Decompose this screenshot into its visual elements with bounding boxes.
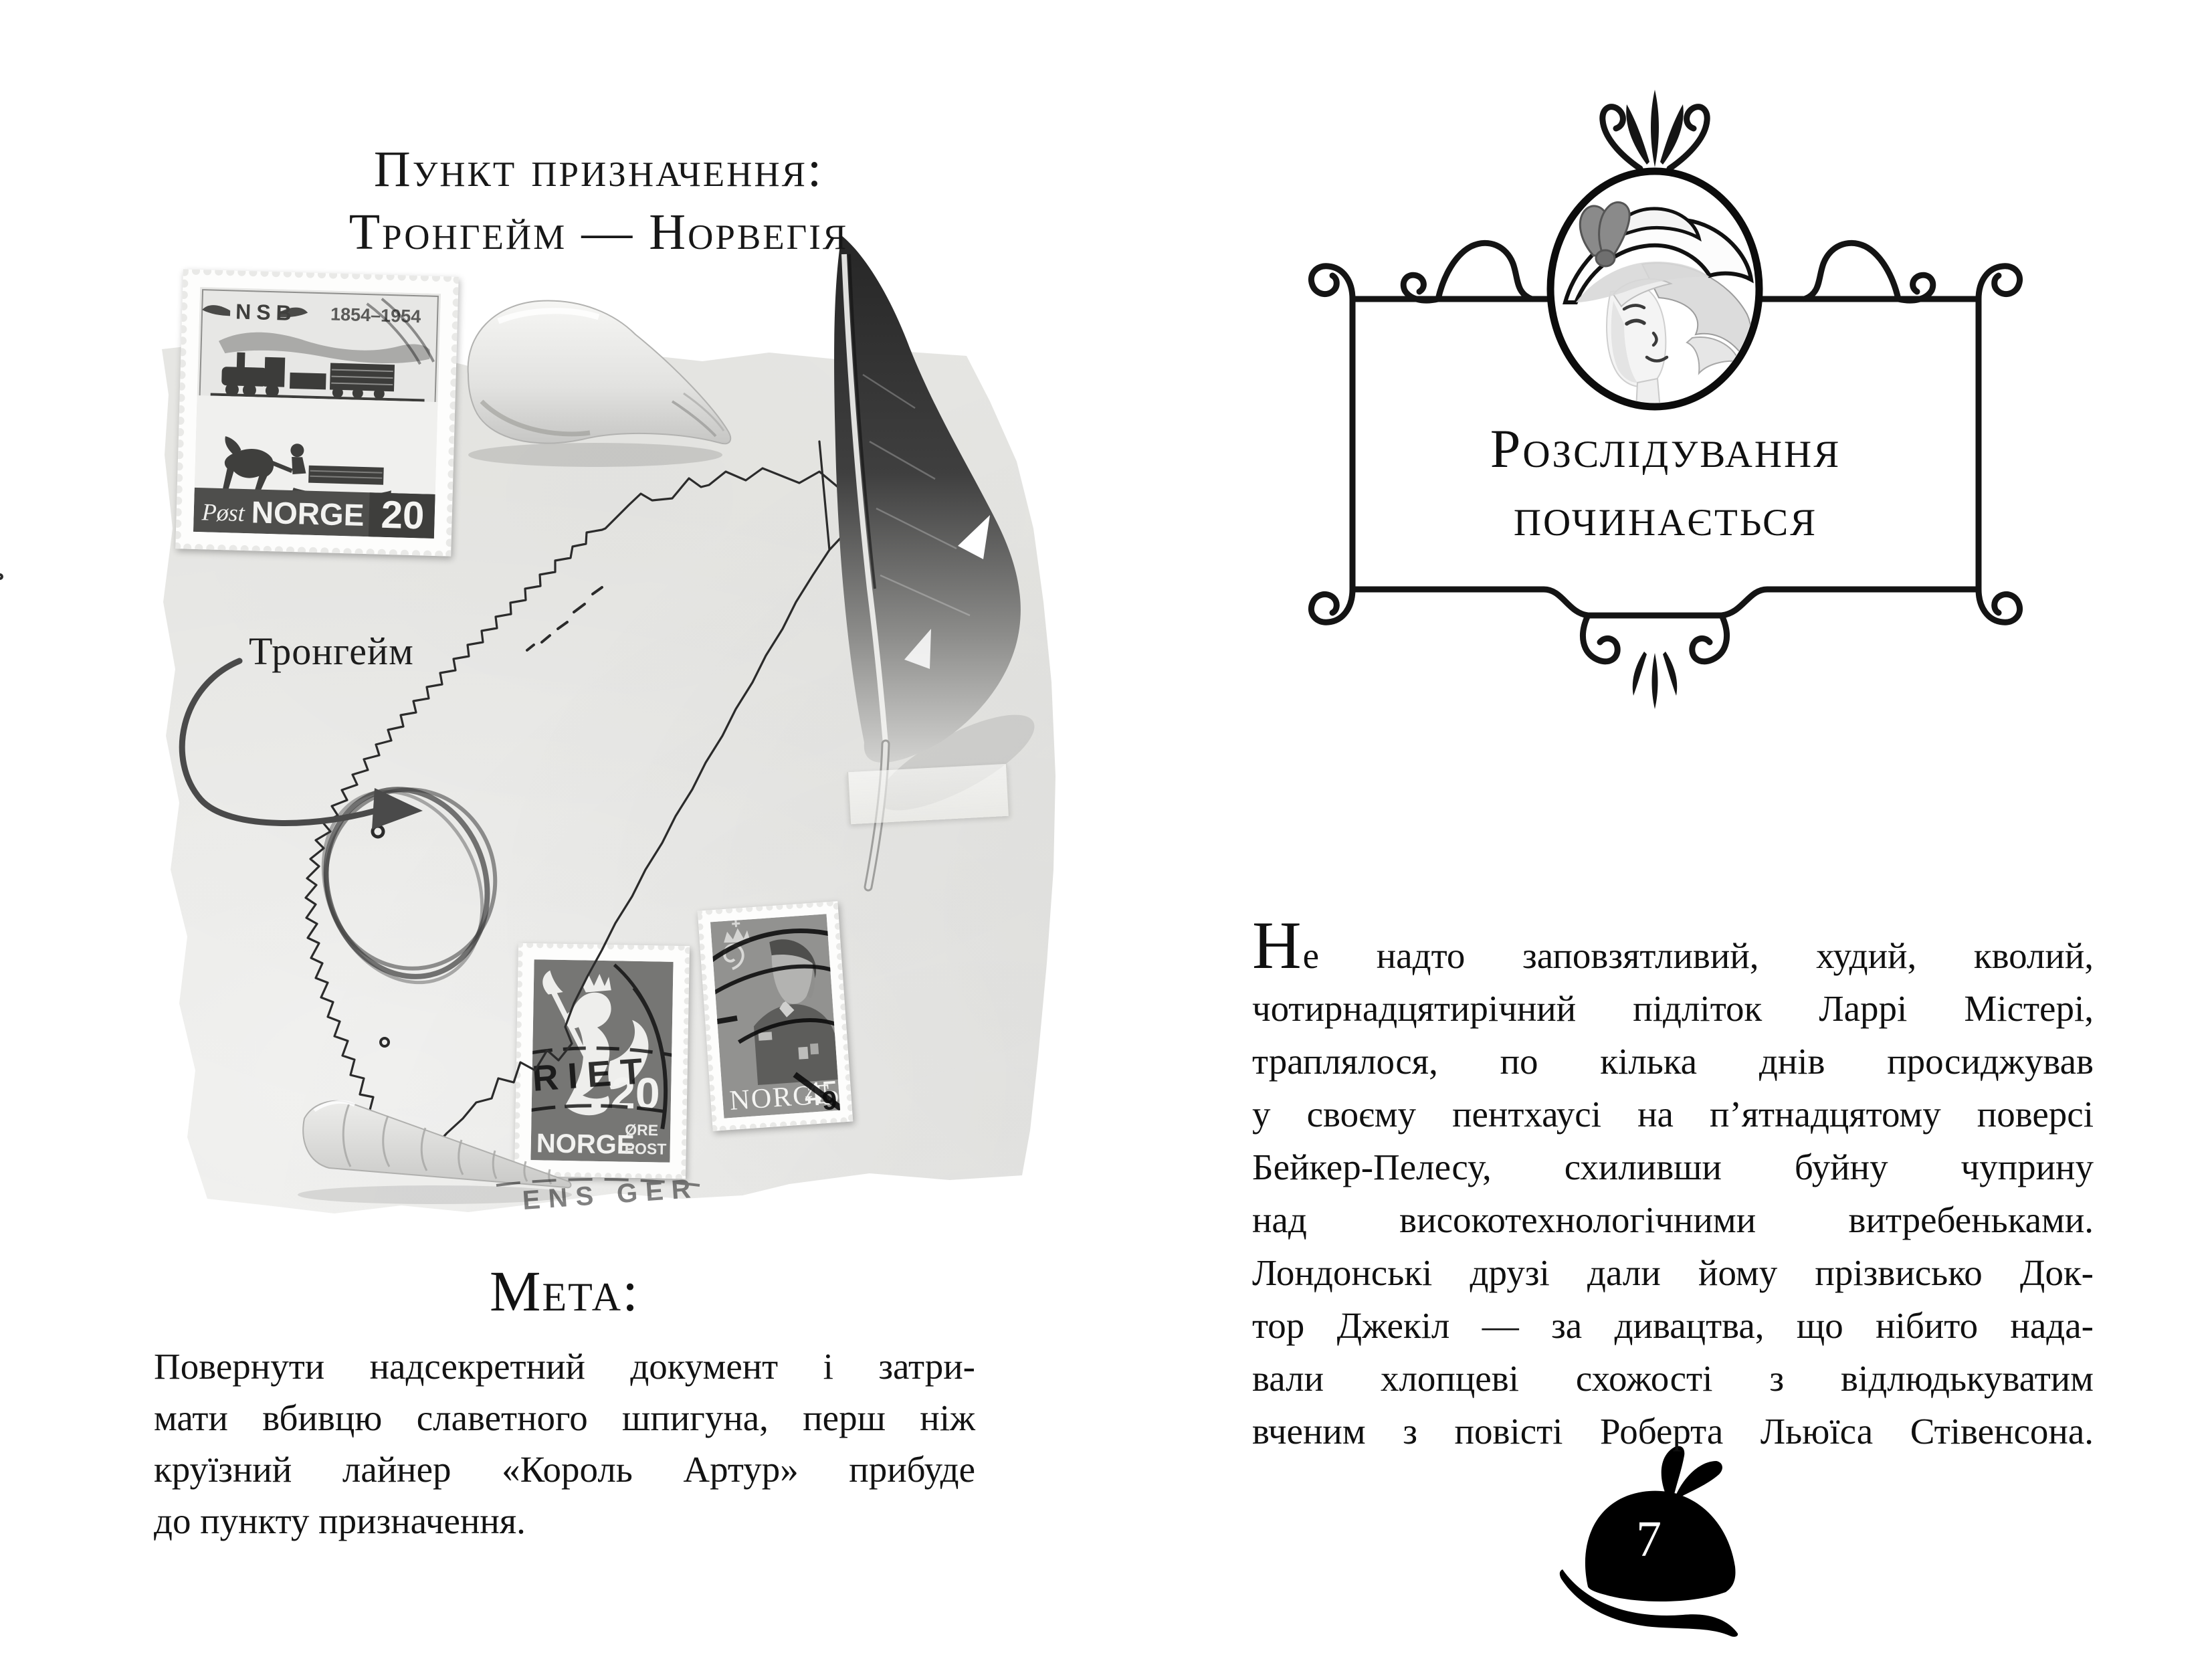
drop-cap: Н [1252,908,1303,983]
postmark-arcs [366,298,435,365]
chapter-title-line2: починається [1513,486,1818,547]
chapter-title-line1: Розслідування [1490,418,1841,479]
timber-sled-lines [310,470,383,479]
stamp-nsb-train: NSB 1854–1954 [175,269,459,557]
goal-line: круїзний лайнер «Король Артур» прибуде [154,1449,975,1490]
post-text: POST [624,1140,666,1158]
detective-hat-icon: 7 [1559,1446,1738,1637]
country-text: NORGE [536,1129,634,1160]
timber-lines [331,369,393,386]
body-line: Бейкер-Пелесу, схиливши буйну чуприну [1252,1147,2094,1187]
value-text: 20 [381,493,425,538]
island-specks [0,573,603,652]
chapter-body-paragraph: Не надто заповзятливий, худий, кволий, ч… [1252,908,2094,1458]
city-dot [379,1037,390,1048]
ore-text: ØRE [625,1121,658,1139]
destination-title-line2: Тронгейм — Норвегія [348,204,849,260]
stamp-norge-lion: 20 NORGE ØRE POST RIET [514,943,690,1179]
destination-title: Пункт призначення: Тронгейм — Норвегія [120,138,1077,264]
body-line: траплялося, по кілька днів просиджував [1252,1041,2094,1082]
smoke [218,332,430,364]
goal-line: мати вбивцю славетного шпигуна, перш ніж [154,1397,975,1438]
body-line: вали хлопцеві схожості з відлюдькуватим [1252,1358,2094,1399]
turret-shell-image [298,1100,572,1204]
country-text: NORGE [251,494,365,532]
destination-title-line1: Пункт призначення: [373,141,824,197]
post-script-text: Pøst [201,498,245,526]
stamp-norge-king: NORGE 45 9 [697,901,853,1131]
goal-heading: Мета: [489,1259,639,1323]
conch-shell-image [467,300,732,467]
body-line: тор Джекіл — за дивацтва, що нібито нада… [1252,1305,2094,1346]
stamp-lion-art: 20 NORGE ØRE POST RIET [530,959,674,1163]
nsb-logo-text: NSB [235,300,298,326]
body-line: у своєму пентхаусі на п’ятнадцятому пове… [1252,1094,2094,1135]
body-line: чотирнадцятирічний підліток Ларрі Містер… [1252,988,2094,1029]
map-label-trondheim: Тронгейм [249,629,414,673]
postmark [710,929,841,1112]
goal-line: до пункту призначення. [154,1500,526,1541]
royal-monogram-icon [723,920,751,971]
eyebrow [1622,304,1646,311]
country-text: NORGE [728,1078,834,1116]
body-line: вченим з повісті Роберта Льюїса Стівенсо… [1252,1411,2094,1452]
smile [1645,355,1669,363]
page-number: 7 [1636,1511,1662,1567]
goal-line: Повернути надсекретний документ і затри- [154,1346,975,1387]
palmette-leaves [1626,90,1684,709]
neck [1635,377,1662,403]
goal-paragraph: Повернути надсекретний документ і затри-… [154,1341,975,1547]
hat-bow [1579,201,1631,268]
portrait-medallion [1546,167,1763,411]
body-line: Лондонські друзі дали йому прізвисько До… [1252,1252,2094,1293]
chapter-title: Розслідування починається [1354,415,1977,551]
postmark-letters: RIET [531,1050,653,1098]
wing-left-icon [202,305,231,316]
closed-eye [1625,318,1646,326]
nose [1651,331,1658,347]
stamp-nsb-art: NSB 1854–1954 [193,287,441,539]
arrowhead-icon [372,788,423,830]
tape-piece [847,763,1010,825]
stamp-king-art: NORGE 45 9 [710,914,841,1118]
ornate-frame [1308,104,2023,665]
body-line: Не надто заповзятливий, худий, кволий, [1252,908,2094,983]
body-line: над високотехнологічними витребеньками. [1252,1199,2094,1240]
wing-right-icon [279,307,308,318]
nsb-years: 1854–1954 [330,304,421,327]
lion-rampant-icon [542,970,649,1116]
map-arrow [179,658,423,830]
hat-bow-ribbon [1661,1446,1722,1533]
